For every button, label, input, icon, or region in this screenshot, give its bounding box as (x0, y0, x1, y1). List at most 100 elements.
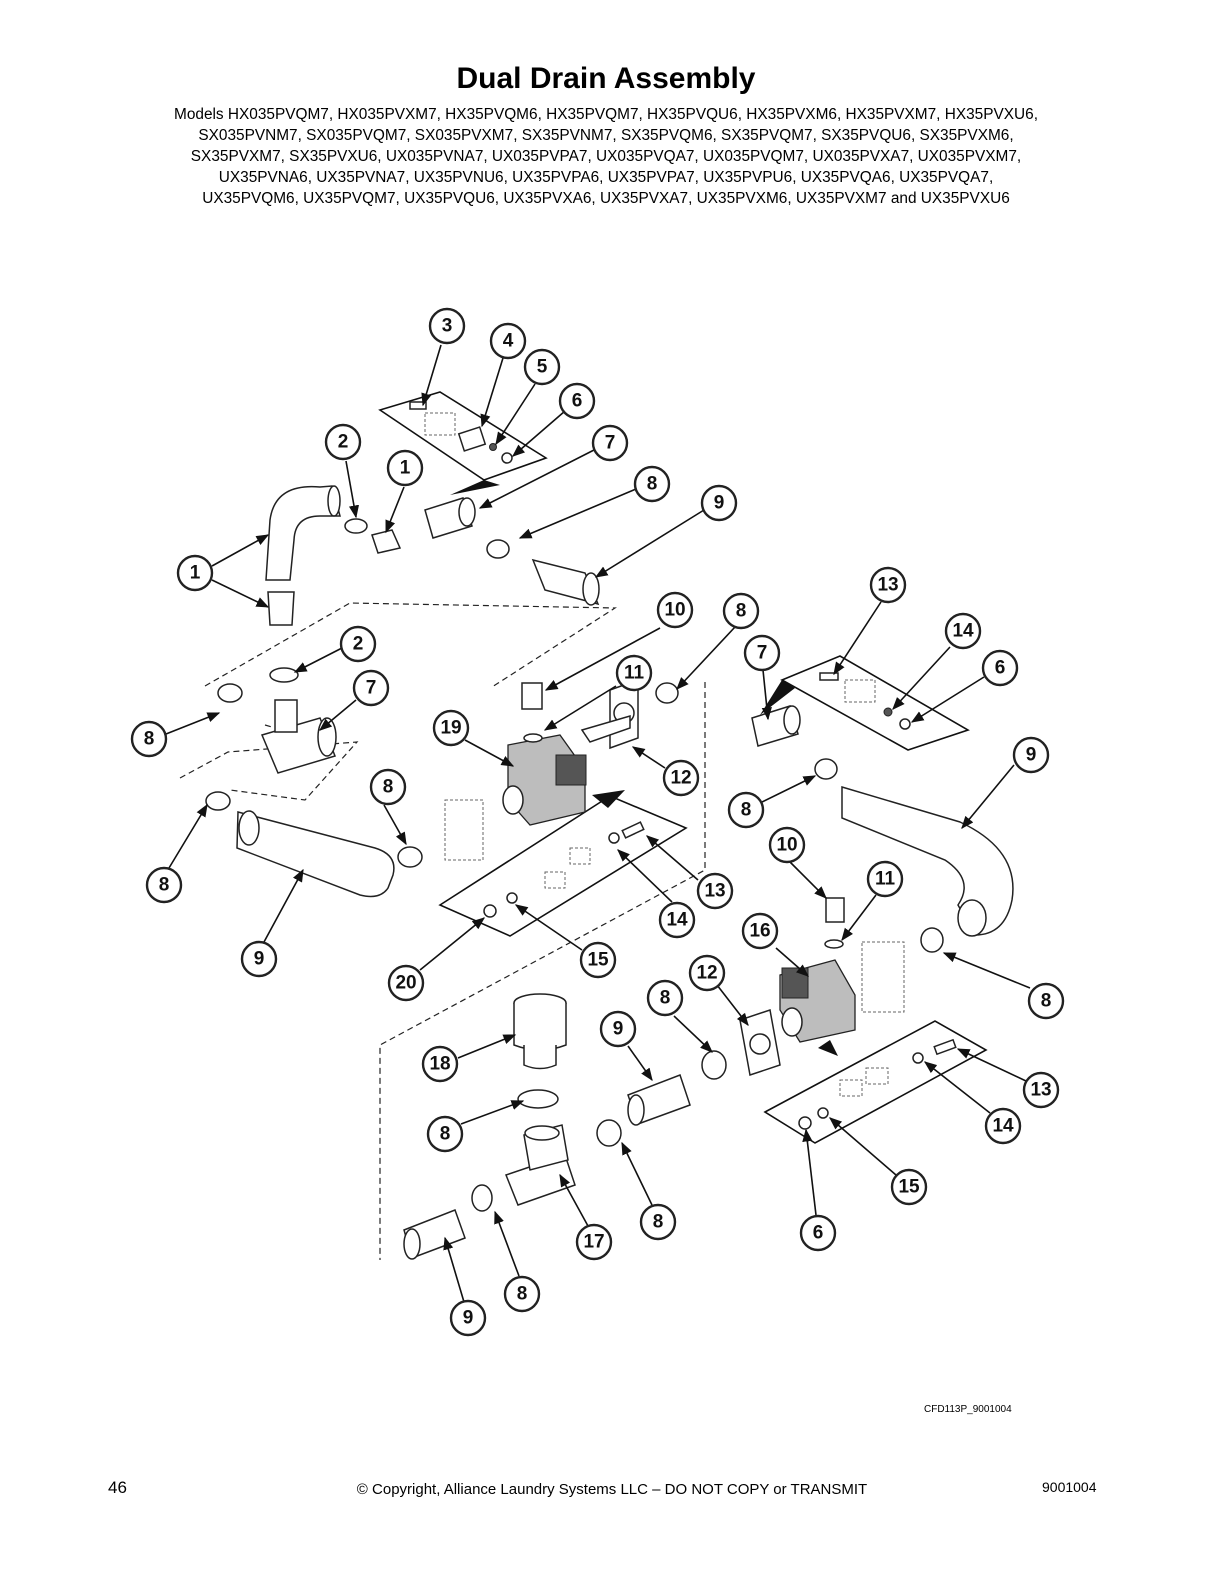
svg-text:9: 9 (463, 1308, 474, 1329)
page-number: 46 (108, 1478, 127, 1497)
models-line: UX35PVQM6, UX35PVQM7, UX35PVQU6, UX35PVX… (202, 190, 1010, 207)
drawing-code: CFD113P_9001004 (924, 1404, 1012, 1415)
callout: 8 (722, 592, 760, 630)
svg-text:10: 10 (664, 600, 685, 621)
callout: 8 (639, 1203, 677, 1241)
models-list: Models HX035PVQM7, HX035PVXM7, HX35PVQM6… (60, 104, 1152, 209)
callout: 17 (575, 1223, 613, 1261)
svg-text:9: 9 (613, 1019, 624, 1040)
callout: 10 (656, 591, 694, 629)
callout: 18 (421, 1045, 459, 1083)
callout: 4 (489, 322, 527, 360)
callout: 12 (688, 954, 726, 992)
callout: 13 (869, 566, 907, 604)
callout: 14 (944, 612, 982, 650)
svg-text:16: 16 (749, 921, 770, 942)
callout: 8 (633, 465, 671, 503)
svg-text:8: 8 (653, 1212, 664, 1233)
svg-text:13: 13 (877, 575, 898, 596)
svg-text:7: 7 (757, 643, 768, 664)
svg-text:8: 8 (159, 875, 170, 896)
svg-text:17: 17 (583, 1232, 604, 1253)
svg-text:8: 8 (647, 474, 658, 495)
callout: 6 (981, 649, 1019, 687)
callout: 6 (799, 1214, 837, 1252)
callout: 14 (658, 901, 696, 939)
callout: 13 (1022, 1071, 1060, 1109)
svg-text:4: 4 (503, 331, 514, 352)
callout: 8 (369, 768, 407, 806)
svg-text:18: 18 (429, 1054, 450, 1075)
svg-text:1: 1 (190, 563, 201, 584)
mounting-tray-top (378, 391, 548, 495)
svg-text:19: 19 (440, 718, 461, 739)
mounting-tray-right (760, 655, 970, 751)
svg-text:8: 8 (736, 601, 747, 622)
models-line: UX35PVNA6, UX35PVNA7, UX35PVNU6, UX35PVP… (218, 169, 994, 186)
svg-text:12: 12 (696, 963, 717, 984)
callout: 16 (741, 912, 779, 950)
callout: 8 (130, 720, 168, 758)
svg-text:15: 15 (898, 1177, 920, 1198)
svg-text:9: 9 (714, 493, 725, 514)
callout: 2 (324, 423, 362, 461)
hose-clamps (205, 518, 944, 1212)
svg-text:7: 7 (366, 678, 377, 699)
mounting-tray-bottom (763, 1020, 988, 1144)
svg-text:8: 8 (660, 988, 671, 1009)
svg-text:8: 8 (517, 1284, 528, 1305)
callout: 5 (523, 348, 561, 386)
callout: 8 (1027, 982, 1065, 1020)
callout: 7 (352, 669, 390, 707)
models-line: SX35PVXM7, SX35PVXU6, UX035PVNA7, UX035P… (190, 148, 1022, 165)
svg-text:8: 8 (440, 1124, 451, 1145)
callout: 8 (145, 866, 183, 904)
svg-text:14: 14 (666, 910, 688, 931)
svg-text:11: 11 (875, 869, 896, 890)
svg-text:8: 8 (1041, 991, 1052, 1012)
svg-text:8: 8 (144, 729, 155, 750)
callout: 1 (176, 554, 214, 592)
callout: 15 (890, 1168, 928, 1206)
callout: 8 (503, 1275, 541, 1313)
svg-text:12: 12 (670, 768, 691, 789)
leader-lines (165, 344, 1031, 1303)
svg-text:13: 13 (1030, 1080, 1051, 1101)
svg-text:2: 2 (338, 432, 349, 453)
callout: 10 (768, 826, 806, 864)
svg-text:11: 11 (624, 663, 645, 684)
svg-text:8: 8 (383, 777, 394, 798)
callout: 9 (700, 484, 738, 522)
mounting-tray-middle (438, 790, 688, 937)
callout: 20 (387, 964, 425, 1002)
copyright-notice: © Copyright, Alliance Laundry Systems LL… (356, 1481, 868, 1498)
callout: 7 (591, 424, 629, 462)
models-line: SX035PVNM7, SX035PVQM7, SX035PVXM7, SX35… (198, 127, 1014, 144)
callout: 15 (579, 941, 617, 979)
svg-text:8: 8 (741, 800, 752, 821)
svg-text:7: 7 (605, 433, 616, 454)
bottom-fittings (505, 993, 576, 1206)
hoses (236, 485, 1014, 1260)
svg-text:6: 6 (572, 391, 583, 412)
callout: 8 (646, 979, 684, 1017)
svg-text:3: 3 (442, 316, 453, 337)
svg-text:9: 9 (1026, 745, 1037, 766)
callout: 6 (558, 382, 596, 420)
callout: 1 (386, 449, 424, 487)
svg-text:14: 14 (952, 621, 974, 642)
drain-valves (502, 678, 905, 1076)
callout: 9 (449, 1299, 487, 1337)
callout: 12 (662, 759, 700, 797)
callout: 8 (426, 1115, 464, 1153)
callout: 13 (696, 872, 734, 910)
callout: 8 (727, 791, 765, 829)
callout: 19 (432, 709, 470, 747)
svg-text:6: 6 (995, 658, 1006, 679)
callout: 9 (1012, 736, 1050, 774)
svg-text:13: 13 (704, 881, 725, 902)
svg-text:10: 10 (776, 835, 797, 856)
svg-text:1: 1 (400, 458, 411, 479)
models-line: Models HX035PVQM7, HX035PVXM7, HX35PVQM6… (174, 106, 1038, 123)
